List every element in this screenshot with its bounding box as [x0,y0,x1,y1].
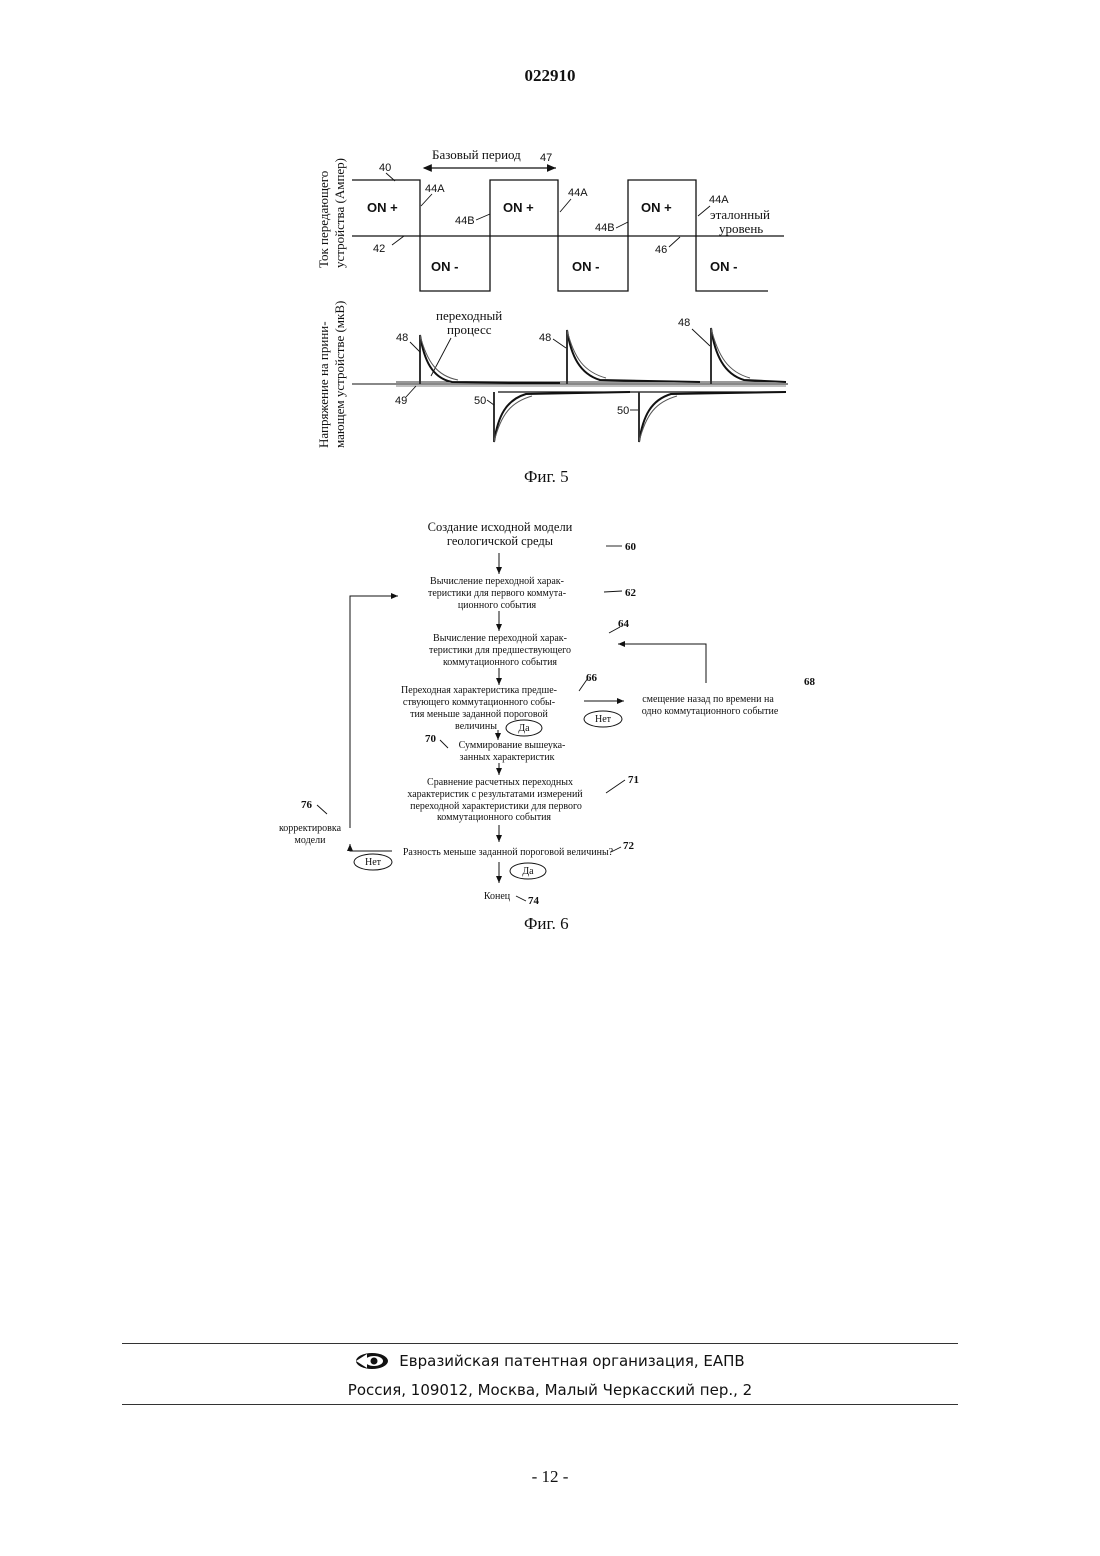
transient-label: переходный [436,308,502,323]
step-70-text: занных характеристик [460,752,555,763]
voltage-axis-label: Напряжение на прини- [316,321,331,448]
step-66-text: ствующего коммутационного собы- [403,697,555,708]
step-66-text: величины [455,721,497,732]
step-60-text: Создание исходной модели [428,520,573,534]
no-label: Нет [365,857,382,868]
ref-71: 71 [628,774,639,786]
organization-name: Евразийская патентная организация, ЕАПВ [389,1352,744,1370]
organization-address: Россия, 109012, Москва, Малый Черкасский… [0,1381,1100,1399]
ref-40: 40 [379,162,391,174]
footer-divider [122,1404,958,1405]
ref-49: 49 [395,395,407,407]
footer-organization: Евразийская патентная организация, ЕАПВ [0,1351,1100,1371]
ref-68: 68 [804,676,816,688]
step-76-text: модели [295,835,327,846]
reference-level-label: уровень [719,221,763,236]
step-76-text: корректировка [279,823,342,834]
ref-47: 47 [540,152,552,164]
voltage-axis-label: мающем устройстве (мкВ) [332,301,347,448]
figure-5: Ток передающего устройства (Ампер) Базов… [316,147,788,486]
ref-44b: 44B [455,215,475,227]
eapo-logo-icon [355,1351,389,1371]
ref-44a: 44A [709,194,729,206]
current-axis-label: Ток передающего [316,171,331,268]
step-66-text: Переходная характеристика предше- [401,685,557,696]
on-minus-label: ON - [710,259,737,274]
ref-50: 50 [474,395,486,407]
ref-72: 72 [623,840,635,852]
yes-label: Да [522,866,534,877]
footer-divider [122,1343,958,1344]
ref-70: 70 [425,733,437,745]
on-minus-label: ON - [431,259,458,274]
on-plus-label: ON + [367,200,398,215]
ref-48: 48 [678,317,690,329]
ref-48: 48 [539,332,551,344]
figure-6-caption: Фиг. 6 [524,914,569,933]
step-72-text: Разность меньше заданной пороговой велич… [403,847,614,858]
positive-transient [711,328,786,384]
step-64-text: теристики для предшествующего [429,645,571,656]
step-71-text: характеристик с результатами измерений [407,789,583,800]
ref-50: 50 [617,405,629,417]
ref-64: 64 [618,618,630,630]
step-62-text: ционного события [458,600,537,611]
current-axis-label: устройства (Ампер) [332,158,347,268]
end-label: Конец [484,891,511,902]
figure-6: Создание исходной модели геологичской ср… [279,520,816,933]
ref-44a: 44A [425,183,445,195]
ref-76: 76 [301,799,313,811]
step-66-text: тия меньше заданной пороговой [410,709,548,720]
on-plus-label: ON + [641,200,672,215]
positive-transient [567,330,700,384]
transient-label: процесс [447,322,492,337]
no-label: Нет [595,714,612,725]
step-60-text: геологичской среды [447,534,554,548]
page-number: - 12 - [0,1467,1100,1487]
reference-level-label: эталонный [710,207,770,222]
step-62-text: теристики для первого коммута- [428,588,566,599]
step-71-text: переходной характеристики для первого [410,801,582,812]
step-62-text: Вычисление переходной харак- [430,576,564,587]
step-71-text: коммутационного события [437,812,551,823]
ref-74: 74 [528,895,540,907]
yes-label: Да [518,723,530,734]
on-plus-label: ON + [503,200,534,215]
ref-46: 46 [655,244,667,256]
base-period-label: Базовый период [432,147,521,162]
ref-44a: 44A [568,187,588,199]
ref-66: 66 [586,672,598,684]
step-64-text: коммутационного события [443,657,557,668]
ref-48: 48 [396,332,408,344]
ref-42: 42 [373,243,385,255]
negative-transient [494,392,630,442]
on-minus-label: ON - [572,259,599,274]
step-70-text: Суммирование вышеука- [459,740,566,751]
step-71-text: Сравнение расчетных переходных [427,777,573,788]
step-68-text: смещение назад по времени на [642,694,774,705]
figure-5-caption: Фиг. 5 [524,467,569,486]
ref-44b: 44B [595,222,615,234]
negative-transient [639,392,786,442]
ref-62: 62 [625,587,637,599]
step-68-text: одно коммутационного событие [642,706,779,717]
step-64-text: Вычисление переходной харак- [433,633,567,644]
ref-60: 60 [625,541,637,553]
